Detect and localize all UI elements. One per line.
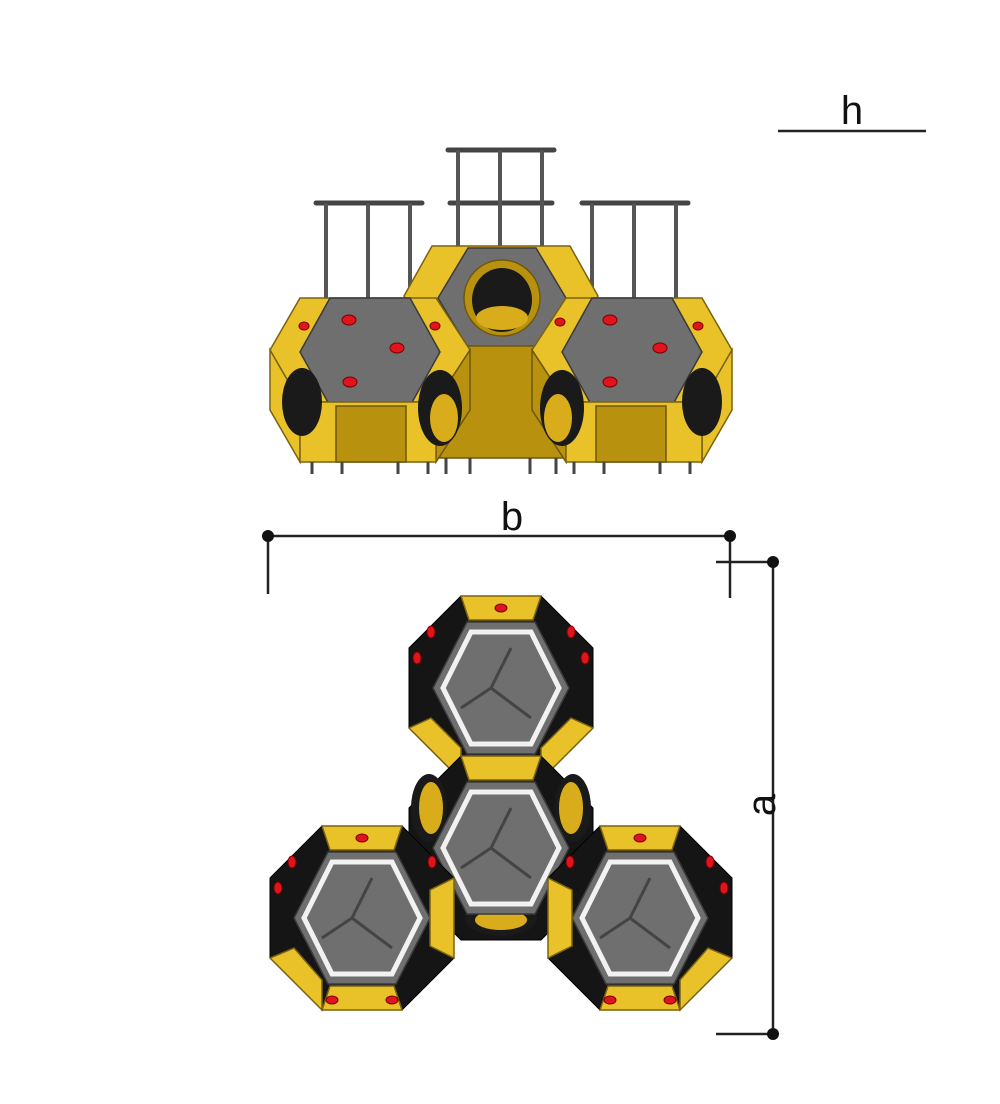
front-left-side-hole <box>282 368 322 436</box>
plan-right-module <box>548 826 732 1010</box>
height-label: h <box>841 89 863 133</box>
width-dimension: b <box>262 495 736 598</box>
plan-left-module <box>270 826 454 1010</box>
railing-center <box>445 147 557 248</box>
front-left-module <box>269 297 471 465</box>
width-label: b <box>501 495 523 539</box>
height-dimension: h <box>778 89 926 133</box>
railing-right <box>579 200 691 300</box>
railing-left <box>313 200 425 300</box>
top-plan-view <box>270 596 732 1010</box>
front-right-module <box>531 297 733 465</box>
front-elevation-view <box>269 147 733 474</box>
plan-center-module <box>408 755 594 941</box>
front-legs <box>310 458 692 474</box>
depth-label: a <box>740 793 784 816</box>
depth-dimension: a <box>716 556 784 1040</box>
plan-top-module <box>409 596 593 780</box>
